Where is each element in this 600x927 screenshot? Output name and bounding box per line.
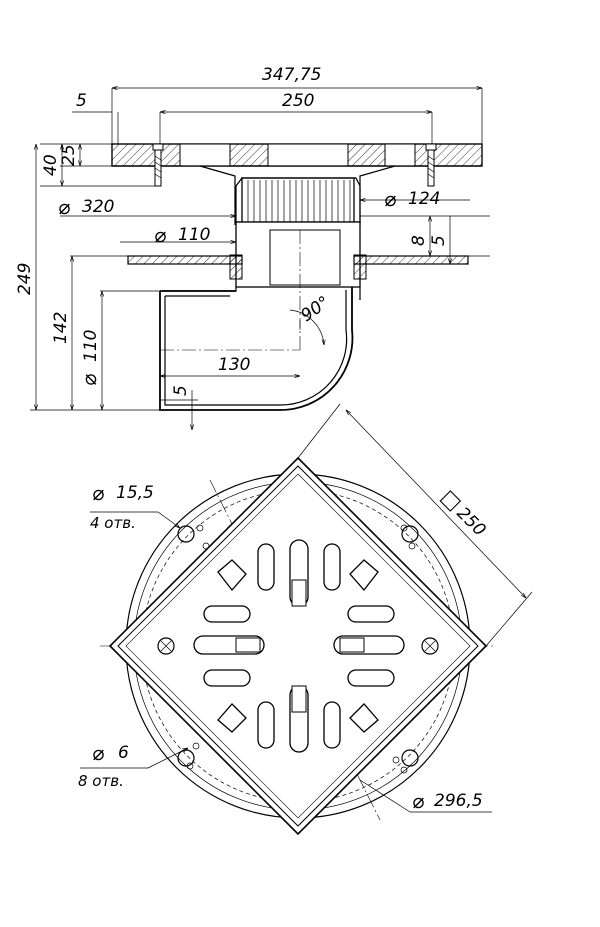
dim-collar-8: 8 <box>409 235 429 246</box>
dim-outlet-length: 130 <box>218 355 250 375</box>
dim-diameter-symbol-110-socket: ⌀ <box>154 223 166 247</box>
dim-grate-diameter: 124 <box>408 189 440 209</box>
dim-hole-large: 15,5 <box>116 483 154 503</box>
dim-flange-diameter: 320 <box>82 197 114 217</box>
dim-body-diameter: 296,5 <box>434 791 483 811</box>
plan-diameter-symbol-6: ⌀ <box>92 741 104 765</box>
dim-total-height: 249 <box>15 263 35 295</box>
filter-basket <box>235 177 361 225</box>
dim-diameter-symbol-320: ⌀ <box>58 195 70 219</box>
bolt-left <box>152 143 164 187</box>
dim-overall-width: 347,75 <box>262 65 321 85</box>
dim-wall-thickness: 5 <box>171 385 191 396</box>
collar-left <box>127 255 243 265</box>
collar-right <box>353 255 469 265</box>
dim-elbow-height: 142 <box>51 312 71 344</box>
dim-hole-small: 6 <box>118 743 129 763</box>
dim-collar-5: 5 <box>429 235 449 246</box>
mounting-holes-small <box>186 524 416 774</box>
dim-socket-diameter: 110 <box>178 225 210 245</box>
dim-grate-square: 250 <box>452 503 489 540</box>
dim-diameter-symbol-124: ⌀ <box>384 187 396 211</box>
dim-flange-height: 40 <box>41 154 61 176</box>
dim-hole-small-count: 8 отв. <box>78 772 124 790</box>
dim-elbow-angle: 90° <box>297 292 333 326</box>
dim-bolt-spacing: 250 <box>282 91 314 111</box>
plan-dimensions <box>80 403 533 813</box>
bolt-right <box>425 143 437 187</box>
dim-diameter-symbol-110-outlet: ⌀ <box>77 374 101 386</box>
side-dimensions <box>30 88 490 430</box>
dim-outlet-diameter: 110 <box>81 330 101 362</box>
plan-diameter-symbol-15-5: ⌀ <box>92 481 104 505</box>
plan-view: ⌀ 15,5 4 отв. ⌀ 6 8 отв. □ 250 ⌀ 296,5 <box>78 403 533 836</box>
grate-screws <box>157 637 439 655</box>
grate-slots <box>193 539 405 753</box>
dim-hole-large-count: 4 отв. <box>90 514 136 532</box>
dim-flange-thickness: 25 <box>59 144 79 166</box>
dim-flange-offset: 5 <box>76 91 87 111</box>
side-section-view: 347,75 5 250 40 25 249 ⌀ 320 ⌀ 110 ⌀ 124… <box>15 65 490 430</box>
plan-diameter-symbol-296-5: ⌀ <box>412 789 424 813</box>
